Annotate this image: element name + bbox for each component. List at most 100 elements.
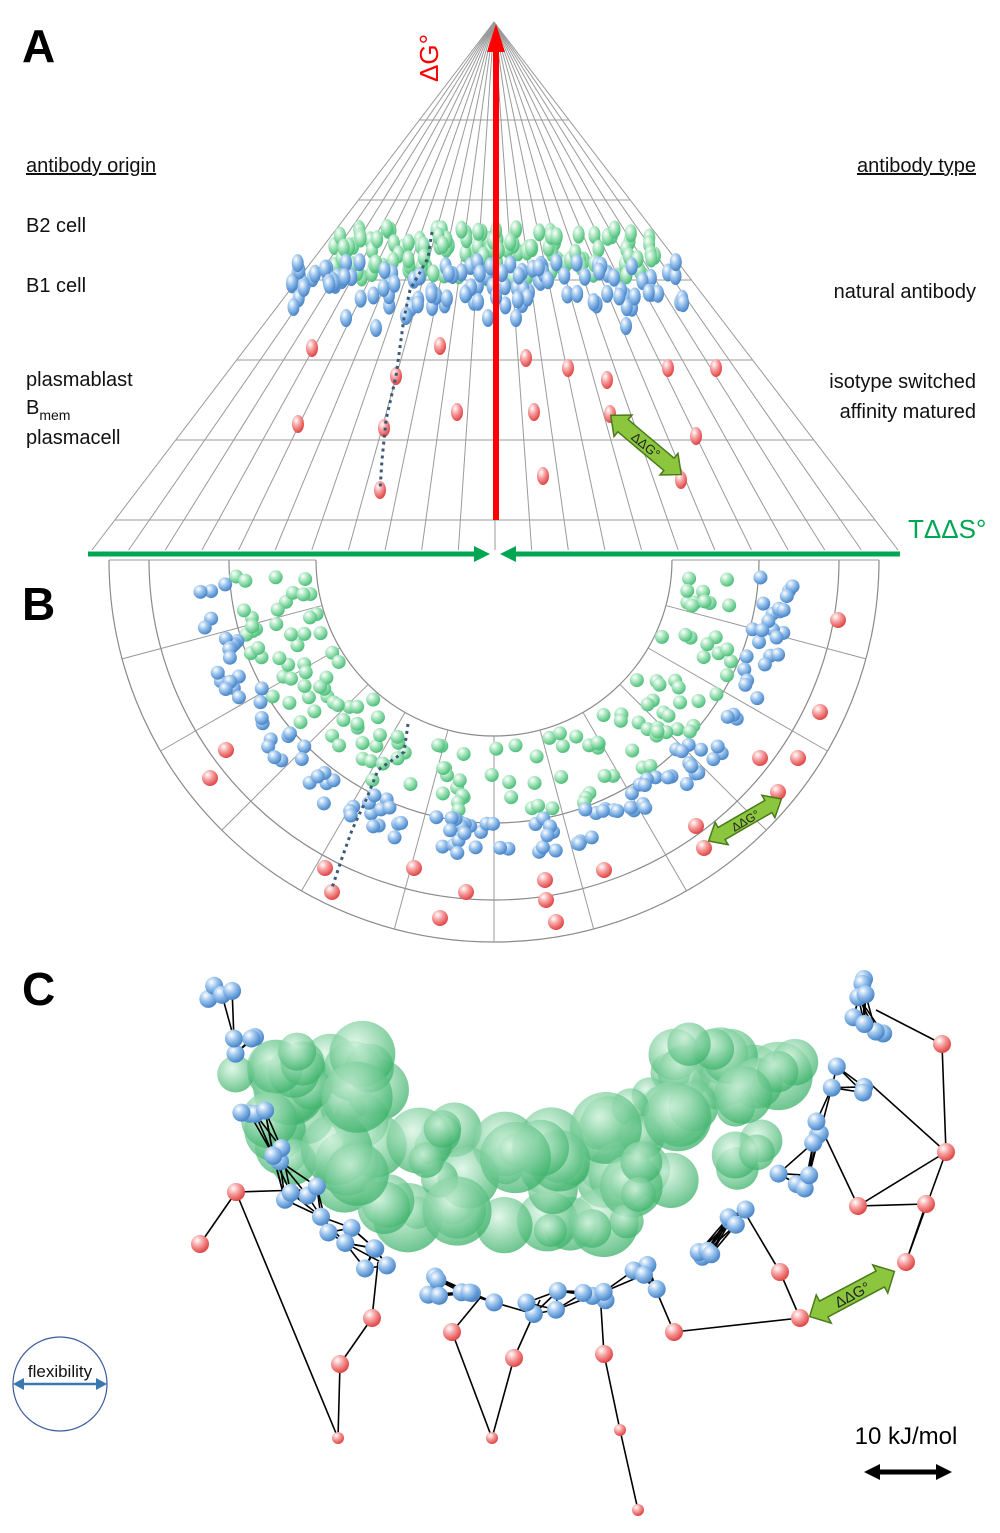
green-dot — [298, 665, 313, 680]
panel-c-letter: C — [22, 963, 55, 1015]
green-dot — [270, 602, 285, 617]
green-sphere — [321, 1061, 393, 1133]
blue-dot — [521, 288, 534, 307]
blue-dot — [623, 800, 638, 815]
green-dot — [596, 708, 611, 723]
blue-dot — [738, 677, 753, 692]
blue-dot — [450, 845, 465, 860]
green-dot — [720, 642, 735, 657]
blue-dot — [706, 752, 721, 767]
green-dot — [350, 699, 365, 714]
blue-node — [800, 1166, 819, 1185]
green-dot — [284, 627, 299, 642]
blue-dot — [512, 266, 525, 285]
bond — [371, 1261, 379, 1319]
red-node — [505, 1349, 523, 1367]
green-dot — [527, 775, 542, 790]
green-sphere — [408, 1142, 445, 1178]
red-node — [665, 1323, 683, 1341]
entropy-arrowhead-left — [474, 546, 490, 562]
ring-spoke — [121, 605, 323, 660]
cone-ray — [238, 21, 495, 551]
blue-dot — [413, 267, 426, 286]
blue-dot — [294, 751, 309, 766]
red-dot — [218, 742, 234, 758]
blue-dot — [593, 262, 606, 281]
blue-node — [548, 1282, 567, 1301]
blue-dot — [370, 319, 382, 337]
green-dot — [313, 626, 328, 641]
green-dot — [296, 587, 311, 602]
blue-dot — [558, 266, 571, 285]
blue-dot — [457, 826, 472, 841]
blue-dot — [459, 285, 472, 304]
blue-dot — [297, 739, 312, 754]
green-dot — [355, 736, 370, 751]
blue-dot — [595, 803, 610, 818]
blue-dot — [540, 828, 555, 843]
green-dot — [436, 235, 449, 254]
blue-dot — [218, 577, 233, 592]
red-dot — [374, 481, 386, 499]
red-dot — [520, 349, 532, 367]
blue-node — [342, 1218, 361, 1237]
blue-dot — [642, 283, 655, 302]
green-sphere — [643, 1083, 712, 1152]
red-dot — [790, 750, 806, 766]
green-sphere — [572, 1209, 612, 1248]
green-dot — [671, 680, 686, 695]
green-dot — [285, 585, 300, 600]
blue-dot — [443, 823, 458, 838]
blue-dot — [377, 279, 390, 298]
green-dot — [452, 773, 467, 788]
blue-dot — [310, 769, 325, 784]
red-node — [595, 1345, 613, 1363]
blue-dot — [737, 662, 752, 677]
green-dot — [336, 712, 351, 727]
green-dot — [337, 238, 350, 257]
red-node — [191, 1235, 209, 1253]
blue-dot — [297, 278, 310, 297]
blue-dot — [435, 839, 450, 854]
plasmacell-label: plasmacell — [26, 427, 120, 449]
blue-dot — [282, 726, 297, 741]
blue-dot — [387, 830, 402, 845]
green-sphere — [609, 1204, 644, 1239]
free-energy-label: ΔG° — [414, 34, 444, 82]
blue-dot — [473, 264, 486, 283]
b2-cell-label: B2 cell — [26, 215, 86, 237]
blue-dot — [669, 253, 682, 272]
green-dot — [682, 724, 697, 739]
panel-a-letter: A — [22, 20, 55, 72]
folding-pathway-dotted-b — [330, 723, 410, 889]
blue-dot — [750, 691, 765, 706]
green-dot — [403, 777, 418, 792]
red-node — [332, 1432, 344, 1444]
blue-node — [232, 1103, 251, 1122]
green-dot — [508, 738, 523, 753]
green-dot — [284, 671, 299, 686]
red-dot — [324, 884, 340, 900]
green-sphere — [422, 1176, 492, 1246]
blue-dot — [771, 647, 786, 662]
red-node — [849, 1197, 867, 1215]
blue-node — [264, 1146, 283, 1165]
green-sphere — [278, 1032, 317, 1071]
green-dot — [696, 650, 711, 665]
green-dot — [282, 695, 297, 710]
green-dot — [550, 227, 563, 246]
blue-node — [807, 1112, 826, 1131]
green-dot — [251, 641, 266, 656]
red-node — [614, 1424, 626, 1436]
red-dot — [434, 337, 446, 355]
blue-dot — [751, 635, 766, 650]
blue-dot — [338, 267, 351, 286]
green-dot — [435, 786, 450, 801]
green-dot — [265, 689, 280, 704]
free-energy-arrowhead — [487, 24, 505, 52]
green-dot — [719, 668, 734, 683]
green-dot — [363, 754, 378, 769]
blue-dot — [550, 253, 563, 272]
scale-label: 10 kJ/mol — [855, 1423, 958, 1450]
blue-dot — [628, 287, 641, 306]
